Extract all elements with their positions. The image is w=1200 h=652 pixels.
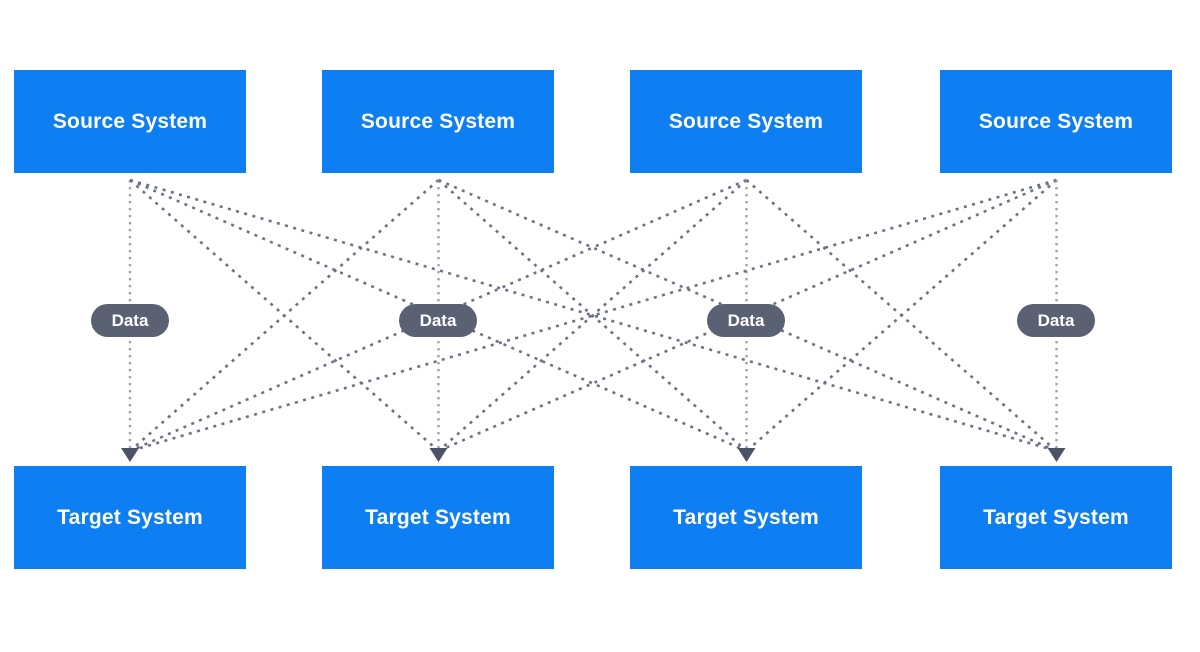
data-badge: Data — [91, 304, 169, 337]
source-system-box: Source System — [630, 70, 862, 173]
data-badge: Data — [1017, 304, 1095, 337]
source-system-label: Source System — [360, 109, 516, 133]
target-system-label: Target System — [983, 505, 1129, 529]
connector-line — [437, 178, 1058, 453]
arrowhead-down-icon — [429, 448, 448, 462]
target-system-label: Target System — [57, 505, 203, 529]
connector-line — [745, 179, 1058, 452]
connector-line — [129, 179, 440, 452]
connector-line — [437, 179, 748, 452]
target-system-box: Target System — [322, 466, 554, 569]
data-badge: Data — [707, 304, 785, 337]
data-badge-label: Data — [419, 310, 457, 330]
source-system-label: Source System — [52, 109, 208, 133]
data-badge-label: Data — [1037, 310, 1075, 330]
source-system-box: Source System — [322, 70, 554, 173]
connector-line — [129, 178, 748, 453]
target-system-label: Target System — [365, 505, 511, 529]
connector-line — [129, 178, 748, 453]
source-system-box: Source System — [14, 70, 246, 173]
source-system-label: Source System — [978, 109, 1134, 133]
arrowhead-down-icon — [1047, 448, 1066, 462]
target-system-box: Target System — [14, 466, 246, 569]
connector-line — [437, 178, 1058, 453]
source-system-box: Source System — [940, 70, 1172, 173]
target-system-box: Target System — [630, 466, 862, 569]
target-system-label: Target System — [673, 505, 819, 529]
arrowhead-down-icon — [121, 448, 139, 462]
data-badge-label: Data — [727, 310, 765, 330]
data-badge-label: Data — [111, 310, 149, 330]
arrowhead-down-icon — [737, 448, 756, 462]
source-system-label: Source System — [668, 109, 824, 133]
data-badge: Data — [399, 304, 477, 337]
target-system-box: Target System — [940, 466, 1172, 569]
